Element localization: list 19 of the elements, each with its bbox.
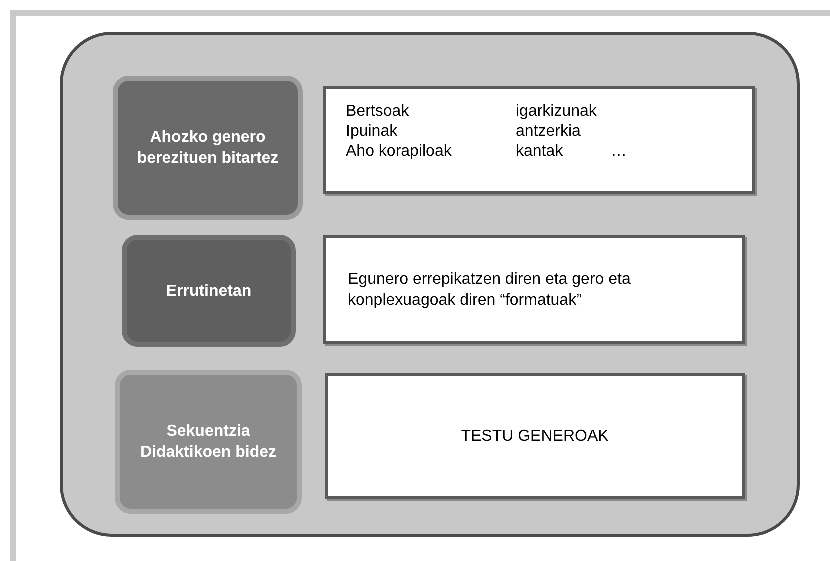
- category-label: Sekuentzia Didaktikoen bidez: [139, 422, 278, 463]
- category-label: Errutinetan: [165, 282, 253, 302]
- content-box: [323, 86, 755, 194]
- content-box: [325, 373, 745, 499]
- category-box: [113, 76, 303, 220]
- category-label: Ahozko genero berezituen bitartez: [136, 128, 280, 169]
- list-item: Aho korapiloak: [346, 143, 452, 161]
- list-item: …: [611, 143, 627, 161]
- list-item: antzerkia: [516, 123, 581, 141]
- list-item: Bertsoak: [346, 103, 410, 121]
- list-item: igarkizunak: [516, 103, 597, 121]
- rounded-panel: [60, 32, 800, 537]
- content-box: [323, 235, 745, 344]
- description-text: TESTU GENEROAK: [461, 426, 609, 446]
- category-box: [122, 235, 296, 347]
- description-text: Egunero errepikatzen diren eta gero eta konplexuagoak diren “formatuak”: [348, 270, 632, 310]
- category-box: [115, 370, 302, 514]
- list-item: Ipuinak: [346, 123, 398, 141]
- list-item: kantak: [516, 143, 564, 161]
